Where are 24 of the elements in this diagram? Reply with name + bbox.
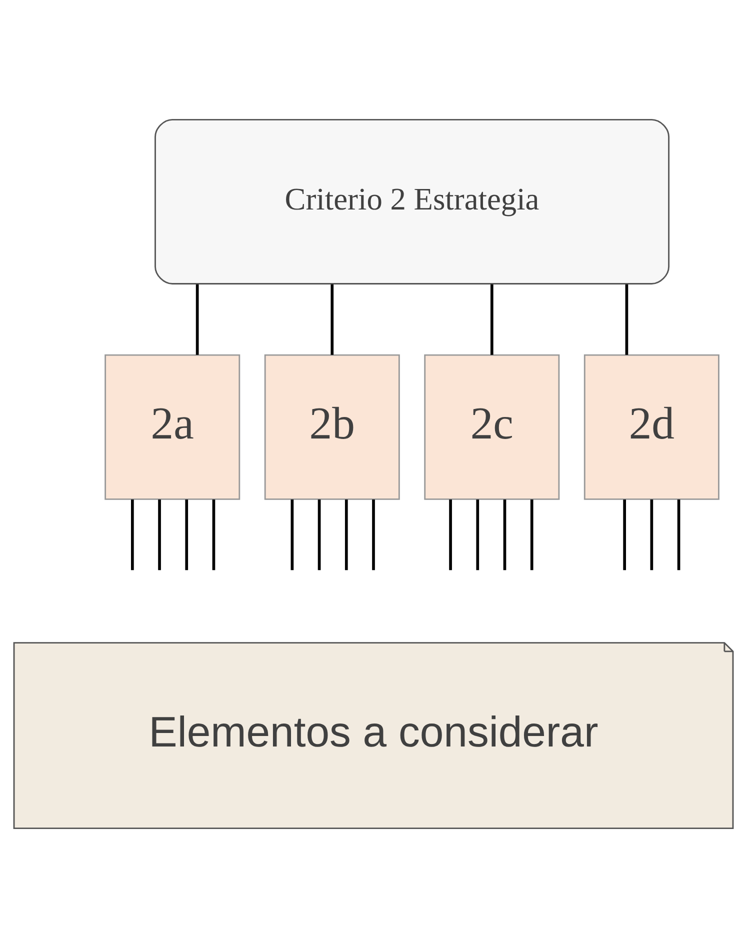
connector: [530, 499, 534, 570]
connector: [212, 499, 216, 570]
node-box: 2a: [104, 354, 240, 500]
connector: [503, 499, 506, 570]
connector: [372, 499, 375, 570]
connector: [290, 499, 294, 570]
connector: [677, 499, 680, 570]
connector: [158, 499, 161, 570]
connector: [330, 284, 334, 354]
connector: [625, 284, 628, 354]
connector: [318, 499, 321, 570]
node-box: Criterio 2 Estrategia: [154, 118, 670, 284]
connector: [650, 499, 654, 570]
node-box: 2c: [424, 354, 560, 500]
connector: [623, 499, 626, 570]
connector: [196, 284, 199, 354]
node-box: 2b: [264, 354, 400, 500]
connector: [130, 499, 134, 570]
connector: [490, 284, 494, 354]
connector: [185, 499, 188, 570]
connector: [449, 499, 452, 570]
connector: [344, 499, 348, 570]
connector: [476, 499, 480, 570]
node-box: 2d: [584, 354, 720, 500]
